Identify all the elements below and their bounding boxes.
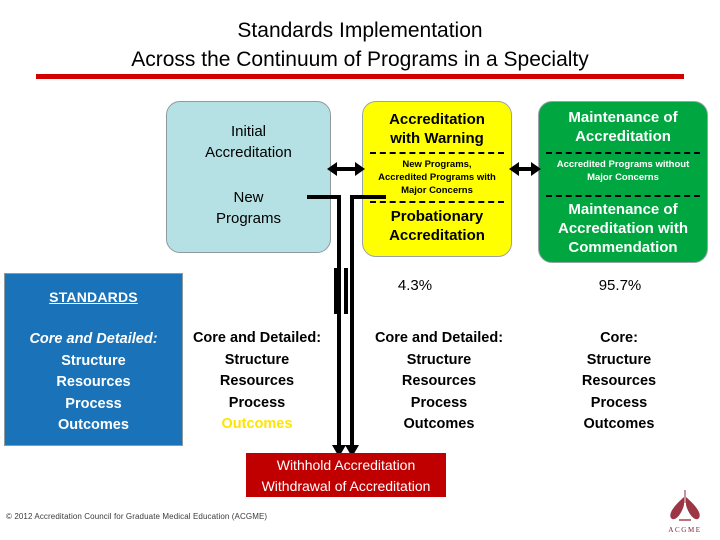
standards-column-scope: Core and Detailed: — [192, 330, 322, 346]
standards-column-item: Resources — [581, 373, 657, 389]
terminal-line-2: Withdrawal of Accreditation — [261, 478, 431, 494]
warning-heading: Accreditation with Warning — [363, 110, 511, 148]
warning-mid-line-1: New Programs, — [402, 159, 472, 170]
standards-panel-body: Core and Detailed: Structure Resources P… — [5, 329, 182, 437]
arrow-head-right-icon — [531, 162, 541, 176]
warning-mid-line-3: Major Concerns — [401, 185, 473, 196]
commendation-line-2: Accreditation with — [557, 220, 688, 237]
initial-head-line-1: Initial — [230, 123, 267, 140]
stage-box-accreditation-with-warning: Accreditation with Warning New Programs,… — [362, 101, 512, 257]
standards-column-initial: Core and Detailed: Structure Resources P… — [178, 328, 336, 436]
title-line-1: Standards Implementation — [237, 19, 483, 42]
standards-column-item: Outcomes — [583, 416, 655, 432]
acgme-logo-label: ACGME — [668, 526, 702, 534]
warning-population-note: New Programs, Accredited Programs with M… — [363, 158, 511, 197]
standards-panel-item: Resources — [56, 374, 131, 390]
stage-box-maintenance-of-accreditation: Maintenance of Accreditation Accredited … — [538, 101, 708, 263]
page-title: Standards Implementation Across the Cont… — [0, 16, 720, 74]
standards-column-item-highlighted: Outcomes — [221, 416, 293, 432]
standards-column-item: Structure — [586, 351, 652, 368]
terminal-line-1: Withhold Accreditation — [276, 457, 416, 473]
standards-panel-item: Process — [65, 395, 122, 412]
standards-column-item: Process — [410, 394, 468, 411]
standards-column-scope: Core: — [600, 330, 638, 346]
warning-mid-line-2: Accredited Programs with — [378, 172, 496, 183]
maintenance-mid-line-1: Accredited Programs without — [556, 159, 690, 170]
maintenance-heading: Maintenance of Accreditation — [539, 108, 707, 146]
arrow-shaft — [334, 167, 358, 171]
divider-bar-left — [334, 268, 338, 314]
standards-panel: STANDARDS Core and Detailed: Structure R… — [4, 273, 183, 446]
double-arrow-icon-warning-to-maintenance — [509, 162, 541, 176]
standards-column-warning: Core and Detailed: Structure Resources P… — [360, 328, 518, 436]
title-underline-rule — [36, 74, 684, 79]
standards-panel-item: Structure — [61, 352, 126, 369]
standards-column-item: Resources — [219, 373, 295, 389]
warning-head-line-2: with Warning — [390, 130, 484, 147]
standards-column-item: Structure — [224, 351, 290, 368]
standards-column-item: Process — [590, 394, 648, 411]
acgme-logo: ACGME — [655, 487, 715, 535]
standards-column-item: Process — [228, 394, 286, 411]
connector-horizontal-segment — [350, 195, 386, 199]
standards-column-item: Structure — [406, 351, 472, 368]
copyright-footer: © 2012 Accreditation Council for Graduat… — [6, 512, 268, 521]
maintenance-head-line-1: Maintenance of — [568, 109, 678, 126]
connector-vertical-segment — [350, 195, 354, 447]
terminal-box-withhold-withdrawal: Withhold Accreditation Withdrawal of Acc… — [246, 453, 446, 497]
standards-column-maintenance: Core: Structure Resources Process Outcom… — [540, 328, 698, 436]
initial-sub-line-2: Programs — [215, 210, 282, 227]
commendation-line-1: Maintenance of — [568, 201, 678, 218]
probationary-line-2: Accreditation — [389, 227, 485, 244]
probationary-line-1: Probationary — [390, 208, 484, 225]
acgme-mark-icon — [670, 490, 700, 521]
standards-panel-header: STANDARDS — [49, 289, 138, 305]
percentage-warning: 4.3% — [397, 277, 433, 294]
initial-accreditation-subgroup: New Programs — [167, 187, 330, 229]
standards-column-item: Outcomes — [403, 416, 475, 432]
standards-panel-item: Outcomes — [58, 417, 129, 433]
arrow-head-right-icon — [355, 162, 365, 176]
initial-accreditation-heading: Initial Accreditation — [167, 121, 330, 163]
initial-sub-line-1: New — [233, 189, 264, 206]
standards-column-item: Resources — [401, 373, 477, 389]
standards-column-scope: Core and Detailed: — [374, 330, 504, 346]
maintenance-population-note: Accredited Programs without Major Concer… — [539, 158, 707, 184]
divider-bar-right — [344, 268, 348, 314]
maintenance-divider-bottom — [546, 195, 700, 197]
arrow-head-left-icon — [509, 162, 519, 176]
initial-head-line-2: Accreditation — [205, 144, 292, 161]
warning-divider-top — [370, 152, 504, 154]
standards-panel-scope: Core and Detailed: — [29, 331, 158, 347]
percentage-maintenance: 95.7% — [598, 277, 642, 294]
connector-vertical-segment — [337, 195, 341, 447]
arrow-shaft — [516, 167, 534, 171]
maintenance-with-commendation-label: Maintenance of Accreditation with Commen… — [539, 200, 707, 257]
double-arrow-icon-initial-to-warning — [327, 162, 365, 176]
arrow-head-left-icon — [327, 162, 337, 176]
stage-box-initial-accreditation: Initial Accreditation New Programs — [166, 101, 331, 253]
probationary-accreditation-label: Probationary Accreditation — [363, 207, 511, 245]
title-line-2: Across the Continuum of Programs in a Sp… — [131, 48, 589, 71]
commendation-line-3: Commendation — [568, 239, 678, 256]
connector-horizontal-segment — [307, 195, 341, 199]
maintenance-head-line-2: Accreditation — [575, 128, 671, 145]
warning-head-line-1: Accreditation — [389, 111, 485, 128]
maintenance-mid-line-2: Major Concerns — [587, 172, 659, 183]
warning-divider-bottom — [370, 201, 504, 203]
maintenance-divider-top — [546, 152, 700, 154]
